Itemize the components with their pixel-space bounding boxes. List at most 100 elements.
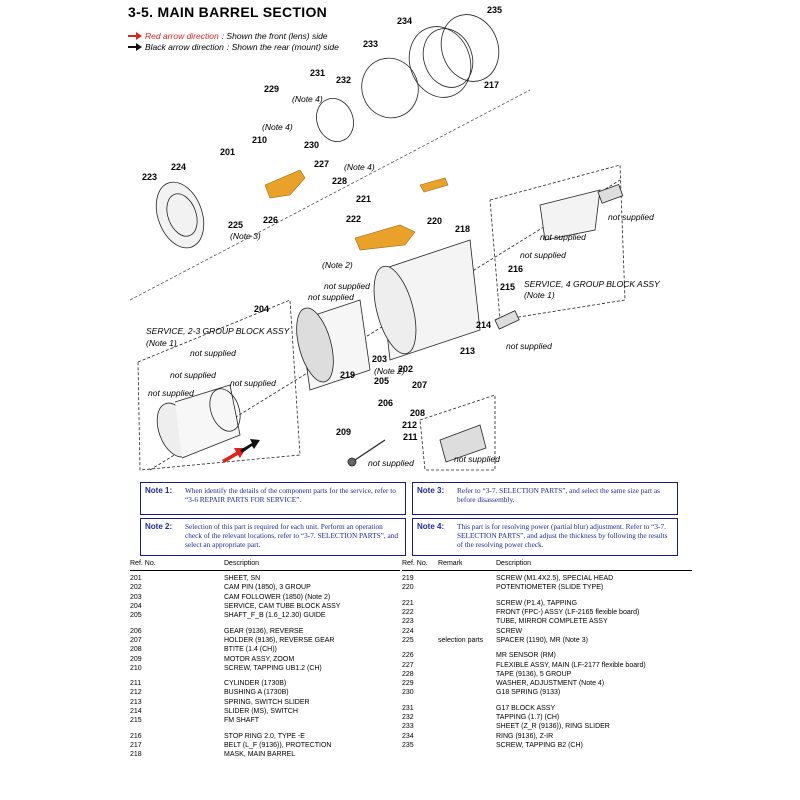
not-supplied-label: not supplied	[190, 348, 236, 358]
ref-number: 220	[402, 584, 414, 592]
callout-232: 232	[336, 75, 351, 85]
description: SHEET, SN	[224, 575, 261, 583]
table-row: 210 SCREW, TAPPING UB1.2 (CH)	[130, 664, 400, 673]
ref-number: 232	[402, 714, 414, 721]
black-arrow-icon	[128, 43, 142, 51]
note-1: Note 1: When identify the details of the…	[140, 482, 406, 515]
callout-211: 211	[403, 432, 418, 442]
description: MASK, MAIN BARREL	[224, 751, 296, 759]
not-supplied-label: not supplied	[324, 281, 370, 291]
service-23-label: SERVICE, 2-3 GROUP BLOCK ASSY	[146, 326, 291, 336]
description: MOTOR ASSY, ZOOM	[224, 655, 295, 663]
description: WASHER, ADJUSTMENT (Note 4)	[496, 680, 605, 688]
ref-number: 203	[130, 593, 142, 601]
legend-black: Black arrow direction : Shown the rear (…	[128, 42, 339, 52]
callout-210: 210	[252, 135, 267, 145]
note4-label-3: (Note 4)	[344, 162, 375, 172]
description: SCREW, TAPPING UB1.2 (CH)	[224, 664, 322, 672]
legend-red-label: Red arrow direction	[145, 31, 219, 41]
note-2: Note 2: Selection of this part is requir…	[140, 518, 406, 556]
note1-label-right: (Note 1)	[524, 290, 555, 300]
table-row: 230 G18 SPRING (9133)	[402, 688, 692, 697]
parts-header-left: Ref. No. Description	[130, 560, 400, 571]
ref-number: 234	[402, 732, 414, 740]
callout-228: 228	[332, 176, 347, 186]
description: G17 BLOCK ASSY	[496, 704, 556, 712]
callout-231: 231	[310, 68, 325, 78]
ref-number: 217	[130, 741, 142, 749]
legend-black-label: Black arrow direction	[145, 42, 224, 52]
not-supplied-label: not supplied	[520, 250, 566, 260]
description: SCREW, TAPPING B2 (CH)	[496, 741, 583, 749]
callout-216: 216	[508, 264, 523, 274]
table-row: 220 POTENTIOMETER (SLIDE TYPE)	[402, 583, 692, 592]
ref-number: 208	[130, 646, 142, 654]
description: G18 SPRING (9133)	[496, 689, 561, 697]
description: BUSHING A (1730B)	[224, 689, 289, 697]
callout-225: 225	[228, 220, 243, 230]
callout-229: 229	[264, 84, 279, 94]
table-row: 203 CAM FOLLOWER (1850) (Note 2)	[130, 593, 400, 602]
not-supplied-label: not supplied	[230, 378, 276, 388]
callout-207: 207	[412, 380, 427, 390]
callout-220: 220	[427, 216, 442, 226]
note2-label: (Note 2)	[322, 260, 353, 270]
ref-number: 204	[130, 603, 142, 611]
ref-number: 215	[130, 717, 142, 725]
ref-number: 233	[402, 723, 414, 731]
ref-number: 207	[130, 636, 142, 644]
table-row: 223 TUBE, MIRROR COMPLETE ASSY	[402, 617, 692, 626]
ref-number: 210	[130, 664, 142, 672]
note2-label-2: (Note 2)	[374, 366, 405, 376]
description: POTENTIOMETER (SLIDE TYPE)	[496, 584, 604, 592]
ref-number: 213	[130, 698, 142, 706]
description: FLEXIBLE ASSY, MAIN (LF-2177 flexible bo…	[496, 661, 646, 669]
note3-label: (Note 3)	[230, 231, 261, 241]
exploded-diagram: 2012022032042052062072082092102112122132…	[129, 5, 661, 471]
description: BTITE (1.4 (CH))	[224, 646, 277, 654]
ref-number: 235	[402, 741, 414, 749]
parts-header-right: Ref. No. Remark Description	[402, 560, 692, 571]
callout-204: 204	[254, 304, 269, 314]
description: SERVICE, CAM TUBE BLOCK ASSY	[224, 603, 341, 611]
note4-label: (Note 4)	[292, 94, 323, 104]
table-row: 235 SCREW, TAPPING B2 (CH)	[402, 741, 692, 750]
ref-number: 225	[402, 636, 414, 644]
ref-number: 230	[402, 689, 414, 697]
note-4: Note 4: This part is for resolving power…	[412, 518, 678, 556]
ref-number: 223	[402, 618, 414, 626]
description: CAM FOLLOWER (1850) (Note 2)	[224, 593, 331, 601]
description: SLIDER (MS), SWITCH	[224, 708, 298, 715]
red-arrow-icon	[128, 32, 142, 40]
callout-208: 208	[410, 408, 425, 418]
table-row: 208 BTITE (1.4 (CH))	[130, 645, 400, 654]
direction-arrows-icon	[222, 439, 260, 463]
not-supplied-label: not supplied	[368, 458, 414, 468]
legend-red-desc: : Shown the front (lens) side	[221, 31, 328, 41]
ref-number: 209	[130, 655, 142, 663]
callout-217: 217	[484, 80, 499, 90]
notes-section: Note 1: When identify the details of the…	[140, 482, 678, 556]
legend-red: Red arrow direction : Shown the front (l…	[128, 31, 328, 41]
description: SCREW (M1.4X2.5), SPECIAL HEAD	[496, 575, 614, 583]
callout-226: 226	[263, 215, 278, 225]
description: SCREW	[496, 627, 523, 635]
description: TUBE, MIRROR COMPLETE ASSY	[496, 618, 608, 626]
